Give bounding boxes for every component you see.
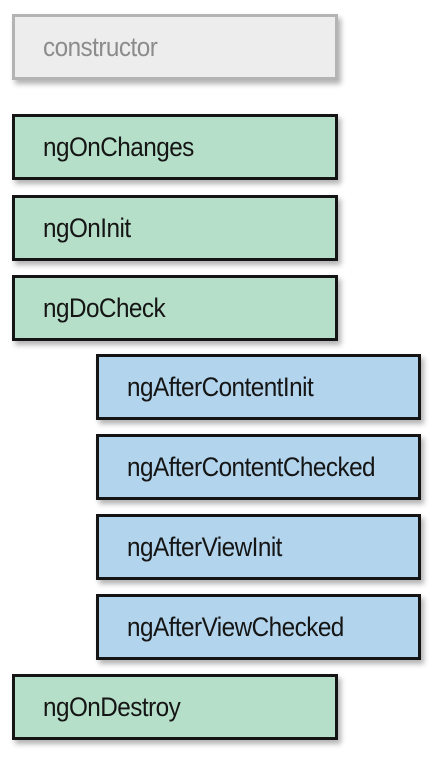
ng-on-changes-label: ngOnChanges [43,131,194,162]
ng-after-view-checked-box: ngAfterViewChecked [96,594,421,660]
ng-on-destroy-box: ngOnDestroy [12,674,338,740]
ng-after-content-checked-label: ngAfterContentChecked [127,451,376,482]
ng-on-init-label: ngOnInit [43,212,131,243]
ng-after-view-checked-label: ngAfterViewChecked [127,611,344,642]
ng-on-destroy-label: ngOnDestroy [43,691,181,722]
constructor-label: constructor [43,31,158,62]
ng-after-content-init-box: ngAfterContentInit [96,354,421,420]
ng-do-check-label: ngDoCheck [43,292,166,323]
ng-after-view-init-label: ngAfterViewInit [127,531,282,562]
ng-after-view-init-box: ngAfterViewInit [96,514,421,580]
ng-after-content-checked-box: ngAfterContentChecked [96,434,421,500]
ng-on-changes-box: ngOnChanges [12,114,338,180]
ng-do-check-box: ngDoCheck [12,275,338,341]
ng-after-content-init-label: ngAfterContentInit [127,371,314,402]
constructor-box: constructor [12,14,338,80]
ng-on-init-box: ngOnInit [12,195,338,261]
